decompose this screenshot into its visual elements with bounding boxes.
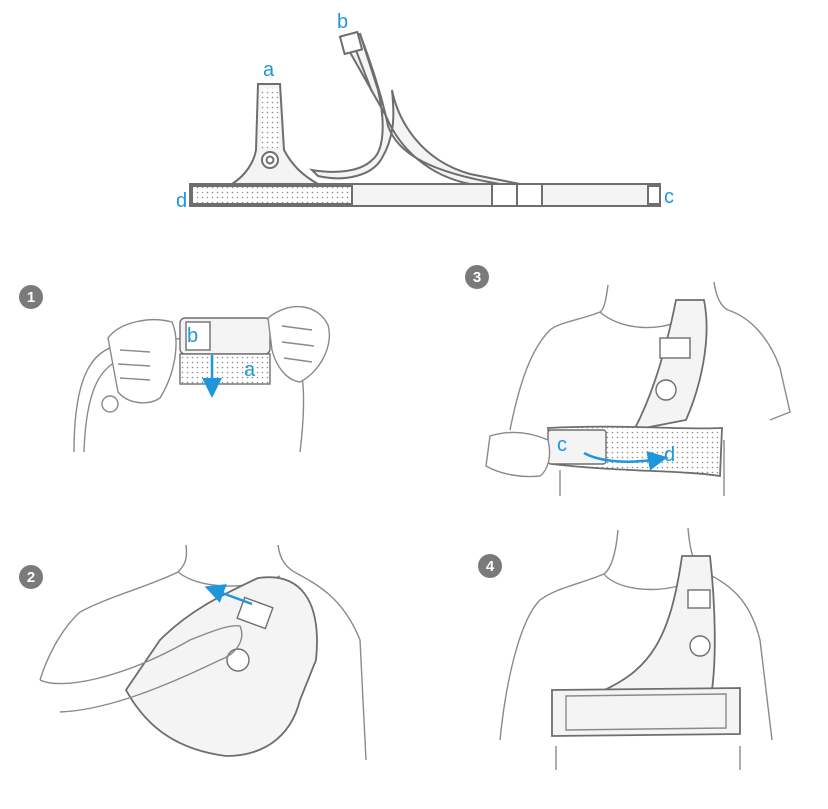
belt-end-loop <box>647 185 661 205</box>
step-1-illustration <box>73 305 330 453</box>
step-3-badge: 3 <box>465 265 489 289</box>
step-3-illustration <box>485 281 791 496</box>
belt-mesh-pad <box>191 185 353 205</box>
strap-b <box>309 32 521 185</box>
step-4-badge: 4 <box>478 554 502 578</box>
step-1-label-a: a <box>244 359 256 381</box>
step-3-arrow <box>583 450 668 471</box>
step-1-label-b: b <box>187 325 198 347</box>
step-3-number: 3 <box>473 269 481 286</box>
step-3-label-d: d <box>664 444 675 466</box>
label-c: c <box>664 186 674 208</box>
label-d: d <box>176 190 187 212</box>
step-3-label-c: c <box>557 434 567 456</box>
label-a: a <box>263 59 275 81</box>
step-1-number: 1 <box>27 289 35 306</box>
step-2-number: 2 <box>27 569 35 586</box>
step-2-illustration <box>39 544 367 761</box>
harness-overview <box>189 30 661 207</box>
strap-b-end-loop <box>338 30 364 56</box>
label-b: b <box>337 11 348 33</box>
step-1-badge: 1 <box>19 285 43 309</box>
step-2-badge: 2 <box>19 565 43 589</box>
strap-a-mesh <box>261 88 279 148</box>
step-4-illustration <box>499 527 773 770</box>
step-2-arrow <box>204 584 253 606</box>
step-4-number: 4 <box>486 558 495 575</box>
